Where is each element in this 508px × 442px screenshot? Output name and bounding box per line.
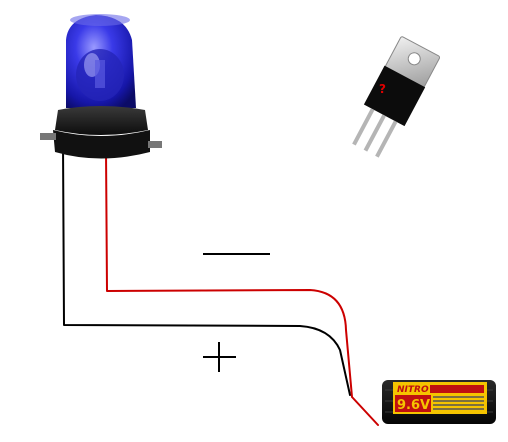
plus-sign [203,342,236,372]
transistor-label: ? [379,82,386,96]
black-wire [62,142,351,396]
beacon-light-icon [40,14,162,159]
battery-voltage: 9.6V [397,398,430,413]
battery-pack-icon [382,380,496,424]
red-wire [105,149,379,426]
battery-brand: NITRO [397,385,429,395]
transistor-icon [352,36,441,158]
